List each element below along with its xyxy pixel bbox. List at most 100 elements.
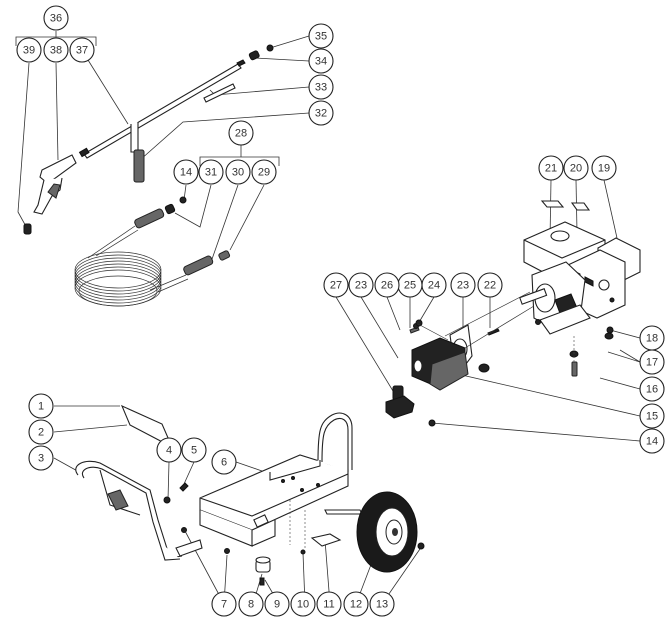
nut-part-4: [163, 496, 171, 504]
callout-39: 39: [16, 37, 42, 63]
callout-circle: [316, 591, 342, 617]
callout-circle: [211, 591, 237, 617]
callout-circle: [28, 393, 54, 419]
callout-24: 24: [421, 272, 447, 298]
callout-circle: [181, 437, 207, 463]
callout-label: 23: [457, 280, 469, 292]
callout-label: 18: [646, 333, 658, 345]
callout-label: 9: [274, 599, 280, 611]
oring-part-14b: [428, 419, 436, 427]
callout-circle: [225, 159, 251, 185]
hose-crimp-upper: [134, 208, 165, 229]
callout-label: 28: [235, 128, 247, 140]
callout-10: 10: [290, 591, 316, 617]
callout-7: 7: [211, 591, 237, 617]
callout-1: 1: [28, 393, 54, 419]
callout-circle: [563, 155, 589, 181]
callout-16: 16: [639, 376, 665, 402]
nozzle-part-32: [133, 149, 145, 183]
callout-label: 10: [297, 599, 309, 611]
callout-circle: [323, 272, 349, 298]
callout-9: 9: [264, 591, 290, 617]
callout-label: 14: [646, 436, 658, 448]
callout-circle: [238, 591, 264, 617]
callout-label: 1: [38, 401, 44, 413]
callout-circle: [538, 155, 564, 181]
callout-5: 5: [181, 437, 207, 463]
callout-4: 4: [156, 437, 182, 463]
pump-part-23: [411, 324, 473, 391]
callout-circle: [43, 37, 69, 63]
callout-label: 23: [355, 280, 367, 292]
callout-28: 28: [228, 120, 254, 146]
callout-label: 27: [330, 280, 342, 292]
callout-label: 34: [315, 56, 327, 68]
callout-label: 15: [646, 411, 658, 423]
plate-part-11: [310, 533, 342, 547]
callout-label: 35: [315, 31, 327, 43]
callout-18: 18: [639, 325, 665, 351]
callout-26: 26: [374, 272, 400, 298]
callout-20: 20: [563, 155, 589, 181]
callout-label: 4: [166, 445, 172, 457]
callout-label: 25: [404, 280, 416, 292]
callout-11: 11: [316, 591, 342, 617]
callout-label: 38: [50, 45, 62, 57]
coupler-part-34: [248, 50, 260, 61]
callout-circle: [43, 5, 69, 31]
oring-part-14: [179, 196, 187, 204]
bolt-part-5: [179, 482, 189, 492]
decal-part-21: [540, 200, 565, 208]
nut-part-13: [417, 542, 425, 550]
fitting-part-29: [218, 250, 231, 261]
callout-label: 5: [191, 445, 197, 457]
callout-circle: [639, 376, 665, 402]
callout-27: 27: [323, 272, 349, 298]
callout-23: 23: [348, 272, 374, 298]
callout-circle: [173, 159, 199, 185]
callout-label: 19: [598, 163, 610, 175]
callout-13: 13: [369, 591, 395, 617]
callout-circle: [290, 591, 316, 617]
callout-label: 31: [205, 167, 217, 179]
callout-17: 17: [639, 349, 665, 375]
spray-gun-part-38: [33, 154, 77, 215]
callout-circle: [308, 48, 334, 74]
callout-label: 21: [545, 163, 557, 175]
callout-circle: [251, 159, 277, 185]
key-part-22: [487, 328, 500, 336]
callout-label: 8: [248, 599, 254, 611]
callout-12: 12: [343, 591, 369, 617]
callout-circle: [308, 100, 334, 126]
wheel-part-12: [356, 491, 418, 573]
callout-8: 8: [238, 591, 264, 617]
hose-part-30: [74, 208, 214, 307]
callout-32: 32: [308, 100, 334, 126]
callout-label: 14: [180, 167, 192, 179]
callout-circle: [343, 591, 369, 617]
engine-part-19: [519, 221, 641, 335]
callout-label: 37: [76, 45, 88, 57]
callout-30: 30: [225, 159, 251, 185]
foot-part-8: [255, 556, 271, 573]
callout-label: 20: [570, 163, 582, 175]
frame-part-6: [199, 412, 363, 550]
callout-33: 33: [308, 74, 334, 100]
callout-label: 39: [23, 45, 35, 57]
nut-part-24: [415, 319, 423, 327]
callout-34: 34: [308, 48, 334, 74]
callout-14: 14: [639, 428, 665, 454]
callout-29: 29: [251, 159, 277, 185]
nut-part-18: [606, 326, 614, 334]
callout-label: 17: [646, 357, 658, 369]
callout-circle: [348, 272, 374, 298]
callout-35: 35: [308, 23, 334, 49]
callout-circle: [156, 437, 182, 463]
callout-circle: [450, 272, 476, 298]
spray-wand: [78, 59, 246, 159]
nut-part-7b: [224, 548, 230, 554]
callout-3: 3: [28, 445, 54, 471]
callout-19: 19: [591, 155, 617, 181]
